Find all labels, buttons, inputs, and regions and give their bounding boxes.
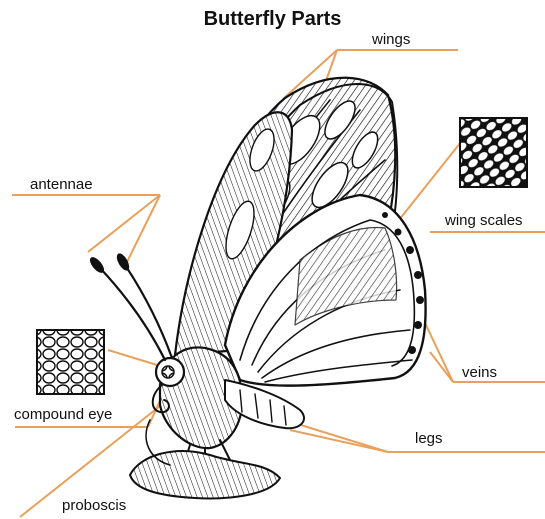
label-veins: veins: [462, 364, 497, 382]
compound-eye-inset: [37, 330, 104, 394]
diagram-title: Butterfly Parts: [0, 8, 545, 31]
label-wing-scales: wing scales: [445, 212, 523, 230]
butterfly-body-group: [88, 78, 425, 499]
label-legs: legs: [415, 430, 443, 448]
label-compound-eye: compound eye: [14, 406, 112, 424]
wing-scales-inset: [460, 118, 527, 187]
label-proboscis: proboscis: [62, 497, 126, 515]
label-antennae: antennae: [30, 176, 93, 194]
label-wings: wings: [372, 31, 410, 49]
